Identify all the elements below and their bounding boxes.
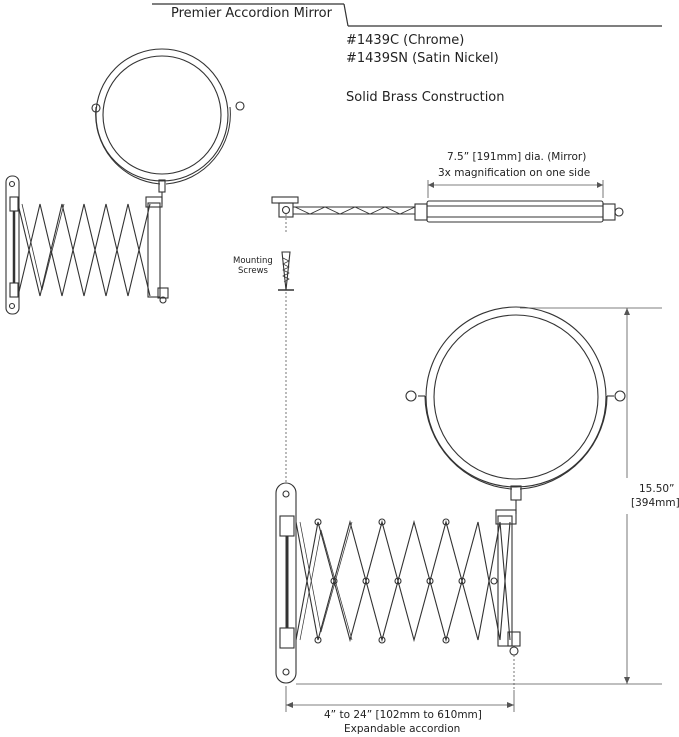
height-mm-label: [394mm] [631, 497, 679, 509]
perspective-scissor-lower [17, 203, 151, 297]
mounting-screws-label-line1: Mounting [233, 256, 273, 266]
title-frame [152, 3, 662, 27]
front-mirror-outer [425, 306, 607, 488]
construction-note: Solid Brass Construction [346, 90, 505, 105]
side-view [271, 180, 624, 482]
front-scissor-lower [295, 519, 511, 643]
perspective-mirror-inner [102, 55, 222, 175]
perspective-scissor-upper [17, 203, 151, 297]
magnification-label: 3x magnification on one side [438, 167, 591, 179]
height-inches-label: 15.50” [639, 483, 675, 495]
front-mirror-inner [433, 314, 599, 480]
perspective-mirror-outer [95, 48, 229, 182]
extension-caption-label: Expandable accordion [344, 723, 461, 735]
extension-range-label: 4” to 24” [102mm to 610mm] [324, 709, 482, 721]
page-title: Premier Accordion Mirror [171, 6, 332, 21]
side-wall-mount [271, 196, 299, 204]
mounting-screw [281, 251, 291, 291]
front-view [275, 306, 626, 690]
model-satin-nickel: #1439SN (Satin Nickel) [346, 51, 499, 66]
front-wall-plate [275, 482, 297, 684]
side-mirror-edge [414, 203, 428, 221]
model-chrome: #1439C (Chrome) [346, 33, 465, 48]
dimension-lines [285, 307, 662, 712]
mounting-screws-label-line2: Screws [238, 266, 268, 276]
perspective-view [5, 48, 245, 315]
perspective-wall-plate [5, 175, 20, 315]
mirror-diameter-label: 7.5” [191mm] dia. (Mirror) [447, 151, 587, 163]
front-scissor-upper [295, 519, 511, 643]
